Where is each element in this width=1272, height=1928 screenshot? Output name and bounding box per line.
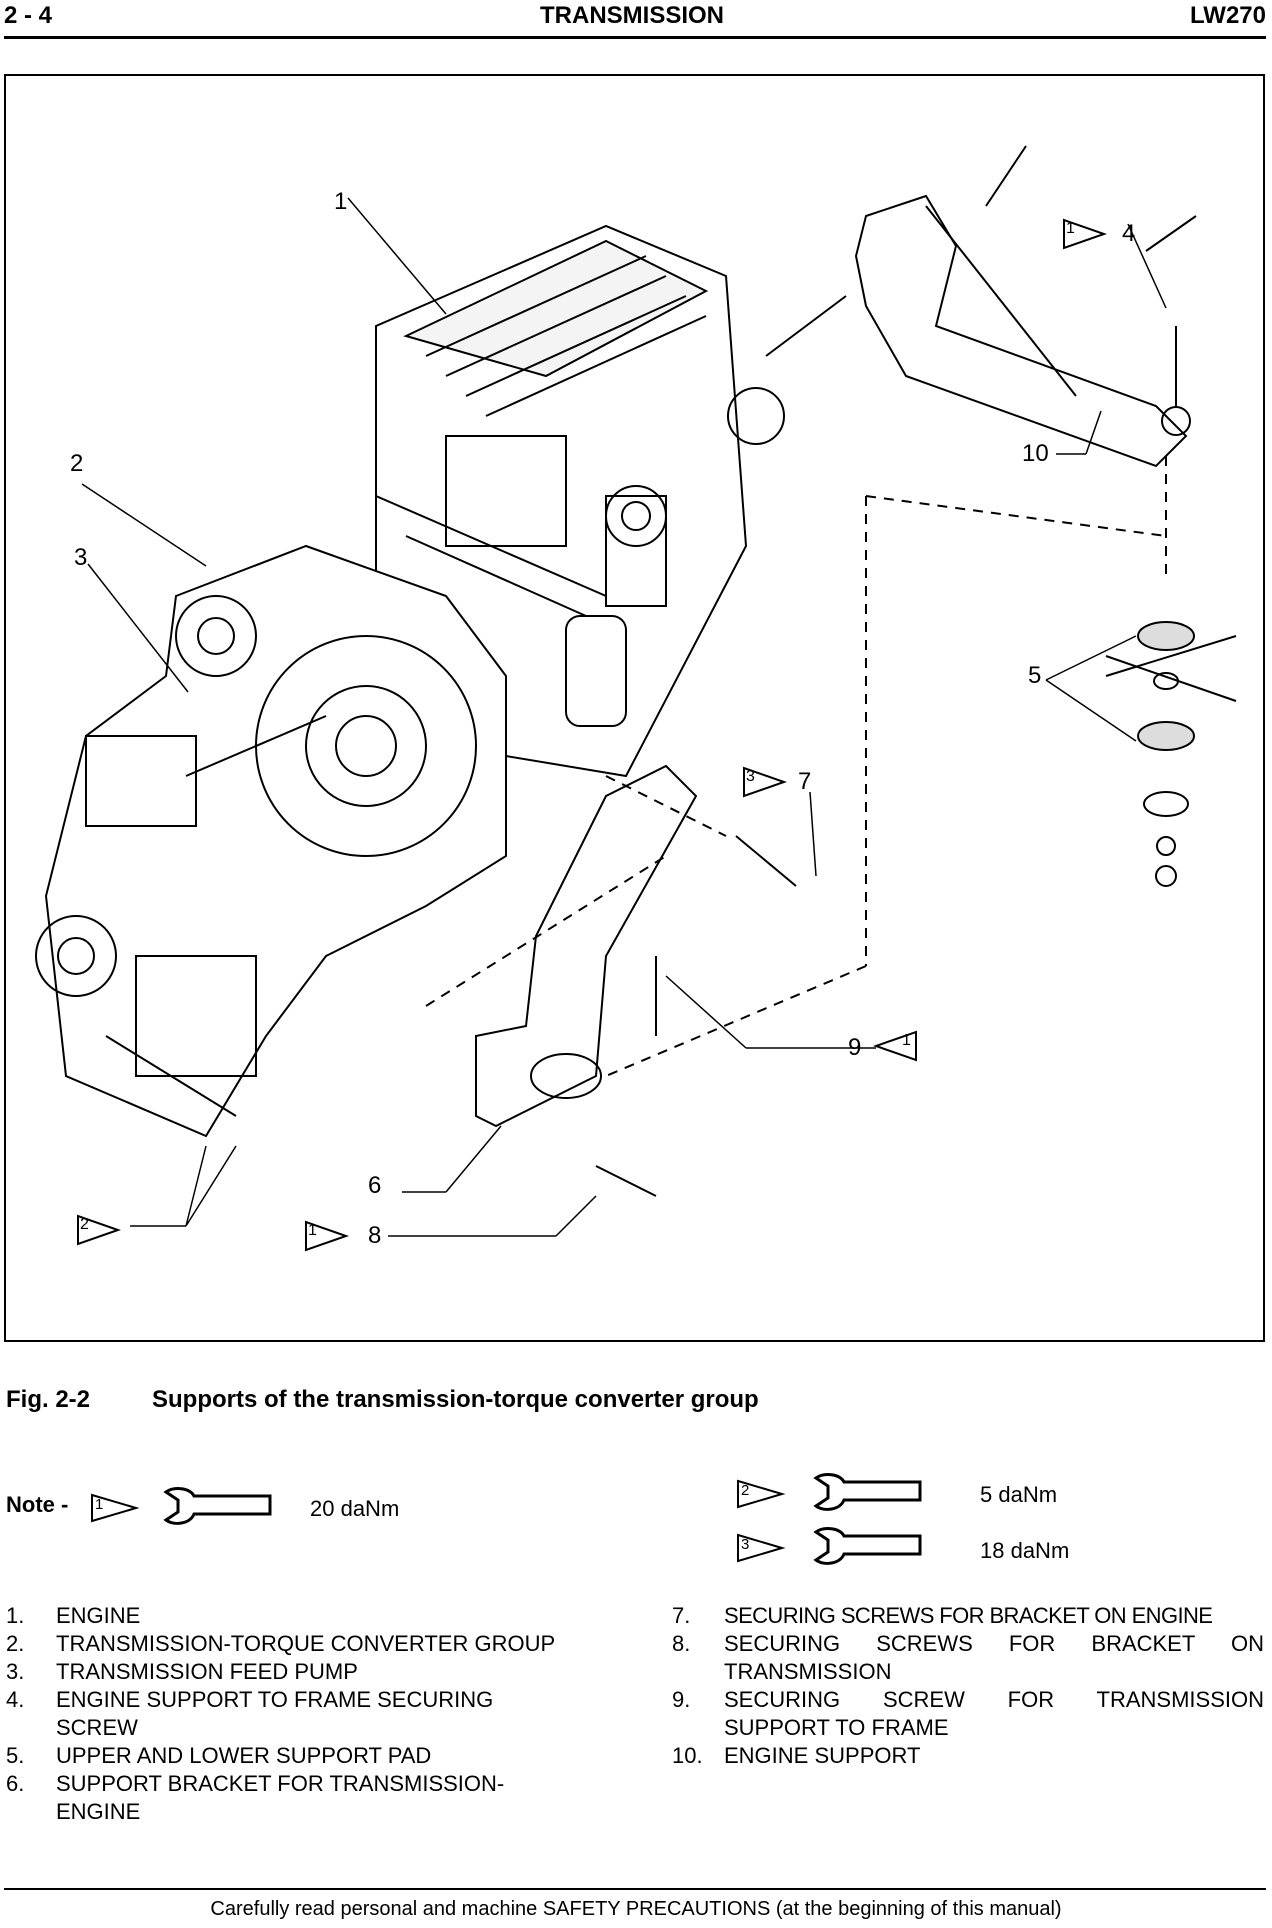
leader-lines xyxy=(81,197,1167,1237)
model-code: LW270 xyxy=(1189,2,1266,29)
header-rule xyxy=(4,36,1266,39)
callout-2: 2 xyxy=(70,450,84,477)
footer-safety-note: Carefully read personal and machine SAFE… xyxy=(210,1898,1062,1920)
legend-number: 3. xyxy=(6,1659,25,1684)
callout-4: 4 xyxy=(1122,220,1136,247)
triangle-mark-4: 1 xyxy=(1066,220,1075,237)
legend-item: 5. UPPER AND LOWER SUPPORT PAD xyxy=(6,1742,606,1770)
torque-mark-1: 1 xyxy=(95,1496,104,1513)
wrench-icon xyxy=(163,1487,272,1525)
figure-frame: 1 4 10 2 3 5 7 9 6 8 1 3 1 2 1 xyxy=(4,74,1265,1342)
legend-number: 1. xyxy=(6,1603,25,1628)
section-title: TRANSMISSION xyxy=(540,2,725,29)
torque-mark-2: 2 xyxy=(741,1482,750,1499)
callout-5: 5 xyxy=(1028,662,1042,689)
legend-number: 2. xyxy=(6,1631,25,1656)
legend-number: 9. xyxy=(672,1687,691,1712)
torque-value-2: 5 daNm xyxy=(980,1482,1058,1507)
callout-6: 6 xyxy=(368,1172,382,1199)
legend-text: SECURING SCREWS FOR BRACKET ON TRANSMISS… xyxy=(724,1631,1264,1684)
legend-item: 6. SUPPORT BRACKET FOR TRANSMISSION-ENGI… xyxy=(6,1770,606,1826)
transmission-drawing xyxy=(35,544,507,1138)
triangle-mark-2: 2 xyxy=(80,1216,89,1233)
figure-title: Supports of the transmission-torque conv… xyxy=(152,1386,759,1413)
torque-triangle-2-icon xyxy=(737,1479,786,1509)
bracket-drawing xyxy=(425,495,1167,1197)
legend-text: SUPPORT BRACKET FOR TRANSMISSION-ENGINE xyxy=(56,1771,505,1824)
legend-item: 4. ENGINE SUPPORT TO FRAME SECURING SCRE… xyxy=(6,1686,606,1742)
note-label: Note - xyxy=(6,1492,69,1517)
legend-text: TRANSMISSION FEED PUMP xyxy=(56,1659,358,1684)
legend-number: 4. xyxy=(6,1687,25,1712)
torque-value-1: 20 daNm xyxy=(310,1496,400,1521)
legend-number: 6. xyxy=(6,1771,25,1796)
callout-3: 3 xyxy=(74,544,88,571)
wrench-icon xyxy=(813,1473,922,1511)
legend-item: 3. TRANSMISSION FEED PUMP xyxy=(6,1658,606,1686)
legend-item: 10. ENGINE SUPPORT xyxy=(672,1742,1268,1770)
support-pads-drawing xyxy=(1105,456,1237,887)
exploded-view-drawing xyxy=(35,145,1237,1252)
legend-number: 8. xyxy=(672,1631,691,1656)
legend-text: ENGINE SUPPORT TO FRAME SECURING SCREW xyxy=(56,1687,494,1740)
callout-9: 9 xyxy=(848,1034,862,1061)
legend-text: SECURING SCREW FOR TRANSMISSION SUPPORT … xyxy=(724,1687,1264,1740)
legend-item: 2. TRANSMISSION-TORQUE CONVERTER GROUP xyxy=(6,1630,606,1658)
callout-8: 8 xyxy=(368,1222,382,1249)
callout-7: 7 xyxy=(798,768,812,795)
legend-text: UPPER AND LOWER SUPPORT PAD xyxy=(56,1743,432,1768)
legend-text: TRANSMISSION-TORQUE CONVERTER GROUP xyxy=(56,1631,556,1656)
legend-item: 9. SECURING SCREW FOR TRANSMISSION SUPPO… xyxy=(672,1686,1268,1742)
callout-10: 10 xyxy=(1022,440,1049,467)
legend-text: ENGINE xyxy=(56,1603,141,1628)
torque-value-3: 18 daNm xyxy=(980,1538,1070,1563)
figure-label: Fig. 2-2 xyxy=(6,1386,91,1413)
legend-item: 8. SECURING SCREWS FOR BRACKET ON TRANSM… xyxy=(672,1630,1268,1686)
torque-triangle-1-icon xyxy=(91,1493,140,1523)
legend-number: 10. xyxy=(672,1743,703,1768)
callout-1: 1 xyxy=(334,188,348,215)
legend-text: ENGINE SUPPORT xyxy=(724,1743,921,1768)
page-header: 2 - 4 TRANSMISSION LW270 xyxy=(0,0,1272,40)
engine-support-drawing xyxy=(765,145,1197,468)
torque-mark-3: 3 xyxy=(741,1536,750,1553)
page-number: 2 - 4 xyxy=(4,2,53,29)
legend-number: 7. xyxy=(672,1603,691,1628)
triangle-mark-8: 1 xyxy=(308,1222,317,1239)
legend-item: 7. SECURING SCREWS FOR BRACKET ON ENGINE xyxy=(672,1602,1268,1630)
torque-triangles xyxy=(77,218,1108,1252)
torque-triangle-3-icon xyxy=(737,1533,786,1563)
triangle-mark-9: 1 xyxy=(902,1032,911,1049)
wrench-icon xyxy=(813,1527,922,1565)
legend-text: SECURING SCREWS FOR BRACKET ON ENGINE xyxy=(724,1603,1213,1628)
legend-number: 5. xyxy=(6,1743,25,1768)
legend-item: 1. ENGINE xyxy=(6,1602,606,1630)
triangle-mark-7: 3 xyxy=(746,768,755,785)
footer-rule xyxy=(4,1888,1266,1890)
